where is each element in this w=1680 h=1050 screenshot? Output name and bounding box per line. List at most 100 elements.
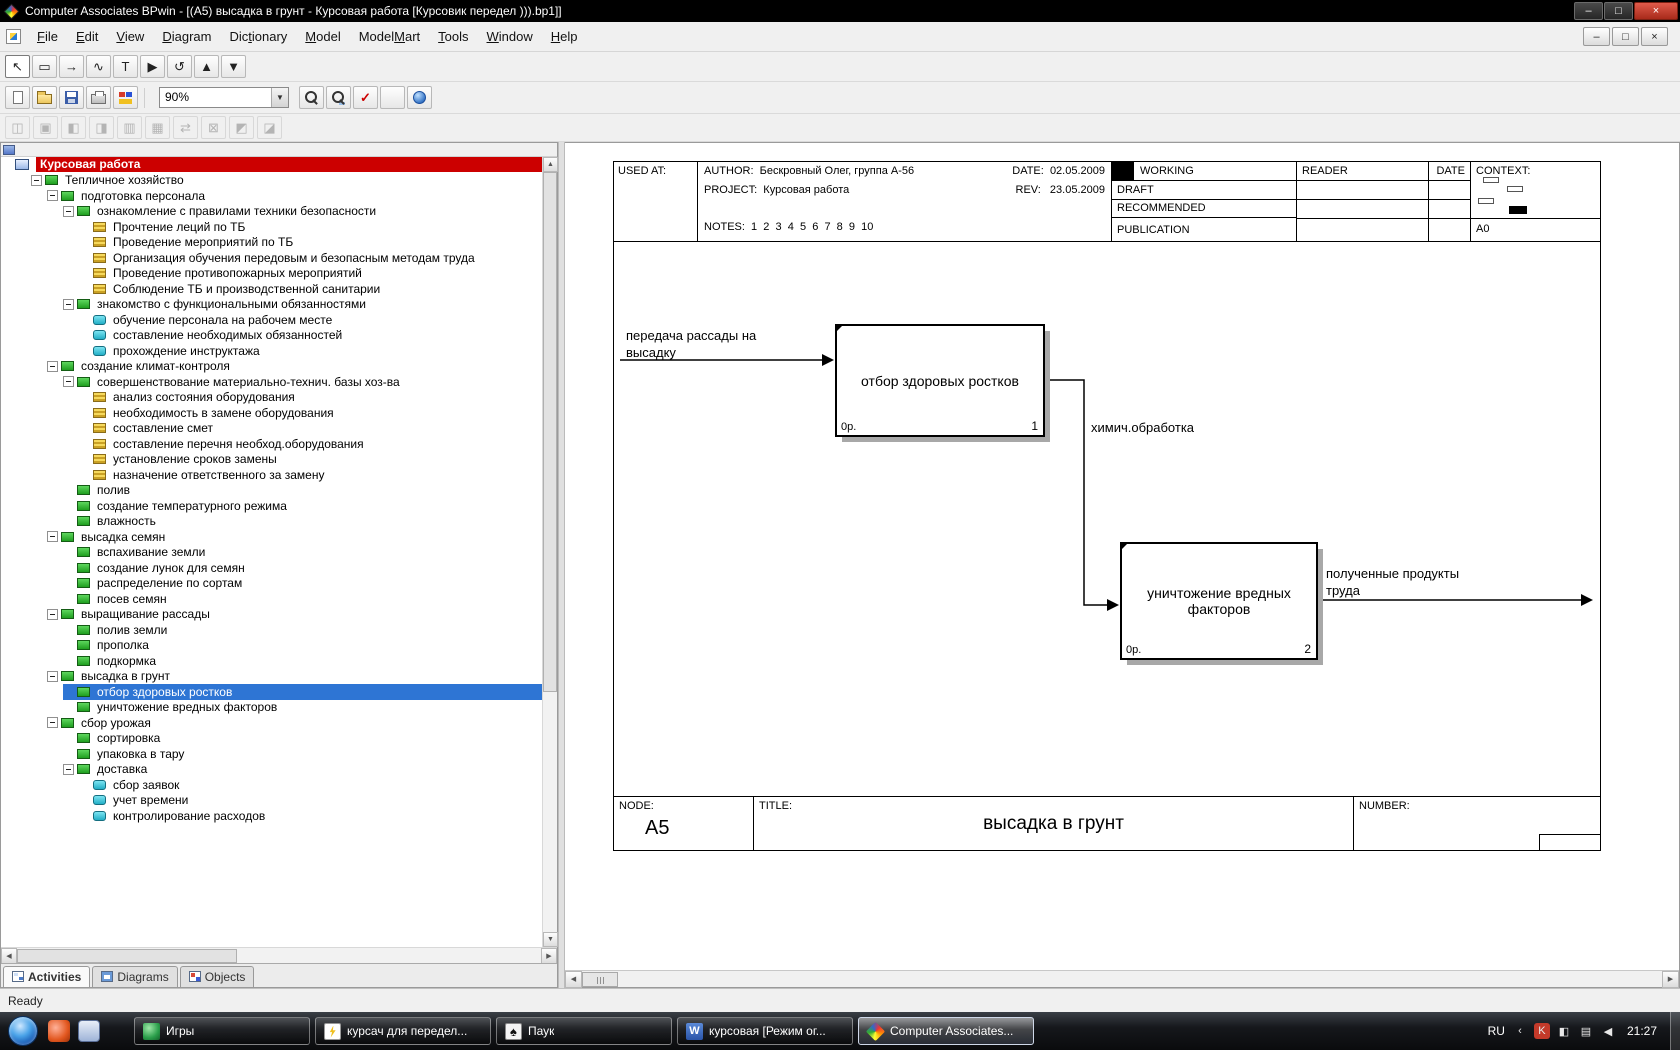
- print-button[interactable]: [86, 86, 111, 109]
- tree-expander[interactable]: [47, 608, 58, 620]
- menu-item-edit[interactable]: Edit: [75, 29, 99, 44]
- taskbar-button[interactable]: Игры: [134, 1017, 310, 1045]
- diagram-dictionary-tool-button[interactable]: ▶: [140, 55, 165, 78]
- tree-item[interactable]: Проведение мероприятий по ТБ: [1, 235, 542, 251]
- tree-expander[interactable]: [63, 205, 74, 217]
- clock[interactable]: 21:27: [1626, 1024, 1657, 1038]
- show-desktop-button[interactable]: [1670, 1012, 1680, 1050]
- tree-expander[interactable]: [63, 376, 74, 388]
- start-button[interactable]: [8, 1016, 38, 1046]
- tree-item[interactable]: создание климат-контроля: [1, 359, 542, 375]
- antivirus-icon[interactable]: K: [1533, 1023, 1550, 1039]
- tree-item[interactable]: Соблюдение ТБ и производственной санитар…: [1, 281, 542, 297]
- activity-box-1[interactable]: отбор здоровых ростков 0р. 1: [835, 324, 1045, 437]
- spell-check-button[interactable]: ✓: [353, 86, 378, 109]
- tree-item[interactable]: контролирование расходов: [1, 808, 542, 824]
- tree-item[interactable]: совершенствование материально-технич. ба…: [1, 374, 542, 390]
- tree-expander[interactable]: [47, 717, 58, 729]
- explorer-vertical-scrollbar[interactable]: ▲ ▼: [542, 157, 558, 947]
- tree-item[interactable]: высадка семян: [1, 529, 542, 545]
- tree-item[interactable]: создание температурного режима: [1, 498, 542, 514]
- diagram-horizontal-scrollbar[interactable]: ◀ ▶: [565, 970, 1679, 988]
- close-button[interactable]: ×: [1634, 2, 1678, 20]
- activity-box-2[interactable]: уничтожение вредных факторов 0р. 2: [1120, 542, 1318, 660]
- zoom-in-button[interactable]: [299, 86, 324, 109]
- modelmart-button[interactable]: [407, 86, 432, 109]
- menu-item-file[interactable]: File: [37, 29, 58, 44]
- tree-item[interactable]: назначение ответственного за замену: [1, 467, 542, 483]
- quick-launch-icon-1[interactable]: [48, 1020, 70, 1042]
- tree-root[interactable]: Курсовая работа: [1, 157, 542, 173]
- scroll-up-icon[interactable]: ▲: [543, 157, 558, 172]
- scroll-left-icon[interactable]: ◀: [565, 970, 582, 988]
- tree-item[interactable]: полив земли: [1, 622, 542, 638]
- tree-item[interactable]: необходимость в замене оборудования: [1, 405, 542, 421]
- tree-item[interactable]: прохождение инструктажа: [1, 343, 542, 359]
- menu-item-model[interactable]: Model: [305, 29, 341, 44]
- menu-item-window[interactable]: Window: [486, 29, 533, 44]
- mdi-minimize-button[interactable]: –: [1583, 27, 1610, 46]
- menu-item-view[interactable]: View: [116, 29, 145, 44]
- tree-item[interactable]: упаковка в тару: [1, 746, 542, 762]
- input-arrow-label[interactable]: передача рассады на высадку: [626, 328, 757, 360]
- tree-expander[interactable]: [47, 190, 58, 202]
- squiggle-arrow-tool-button[interactable]: ∿: [86, 55, 111, 78]
- connecting-arrow[interactable]: [1045, 379, 1111, 606]
- tree-item[interactable]: подготовка персонала: [1, 188, 542, 204]
- taskbar-button[interactable]: курсач для передел...: [315, 1017, 491, 1045]
- scroll-left-icon[interactable]: ◀: [1, 947, 17, 964]
- report-button[interactable]: [113, 86, 138, 109]
- scroll-down-icon[interactable]: ▼: [543, 932, 558, 947]
- text-tool-button[interactable]: T: [113, 55, 138, 78]
- maximize-button[interactable]: □: [1604, 2, 1633, 20]
- tree-item[interactable]: составление перечня необход.оборудования: [1, 436, 542, 452]
- tree-item[interactable]: отбор здоровых ростков: [1, 684, 542, 700]
- tree-item[interactable]: влажность: [1, 514, 542, 530]
- model-explorer-toggle-button[interactable]: [380, 86, 405, 109]
- zoom-dropdown-arrow-icon[interactable]: ▼: [271, 88, 288, 107]
- tree-expander[interactable]: [47, 360, 58, 372]
- tree-item[interactable]: анализ состояния оборудования: [1, 390, 542, 406]
- panel-splitter[interactable]: [558, 142, 565, 988]
- tree-item[interactable]: доставка: [1, 762, 542, 778]
- tree-item[interactable]: уничтожение вредных факторов: [1, 700, 542, 716]
- tree-item[interactable]: Прочтение леций по ТБ: [1, 219, 542, 235]
- tree-item[interactable]: прополка: [1, 638, 542, 654]
- scroll-right-icon[interactable]: ▶: [541, 947, 557, 964]
- tree-item[interactable]: сбор урожая: [1, 715, 542, 731]
- tray-expand-icon[interactable]: ‹: [1518, 1025, 1522, 1037]
- taskbar-button[interactable]: Computer Associates...: [858, 1017, 1034, 1045]
- quick-launch-icon-2[interactable]: [78, 1020, 100, 1042]
- menu-item-diagram[interactable]: Diagram: [162, 29, 212, 44]
- tree-item[interactable]: полив: [1, 483, 542, 499]
- tree-item[interactable]: распределение по сортам: [1, 576, 542, 592]
- taskbar-button[interactable]: ♠Паук: [496, 1017, 672, 1045]
- mdi-restore-button[interactable]: □: [1612, 27, 1639, 46]
- tree-item[interactable]: Тепличное хозяйство: [1, 173, 542, 189]
- tree-item[interactable]: вспахивание земли: [1, 545, 542, 561]
- menu-item-help[interactable]: Help: [550, 29, 578, 44]
- tree-item[interactable]: знакомство с функциональными обязанностя…: [1, 297, 542, 313]
- output-arrow-label[interactable]: полученные продукты труда: [1326, 566, 1460, 598]
- tab-objects[interactable]: Objects: [179, 966, 255, 987]
- tree-expander[interactable]: [47, 670, 58, 682]
- menu-item-modelmart[interactable]: ModelMart: [358, 29, 421, 44]
- language-indicator[interactable]: RU: [1487, 1024, 1505, 1038]
- tab-activities[interactable]: Activities: [3, 966, 91, 987]
- tree-item[interactable]: обучение персонала на рабочем месте: [1, 312, 542, 328]
- tree-item[interactable]: выращивание рассады: [1, 607, 542, 623]
- tree-item[interactable]: Организация обучения передовым и безопас…: [1, 250, 542, 266]
- tree-expander[interactable]: [63, 298, 74, 310]
- pointer-tool-button[interactable]: ↖: [5, 55, 30, 78]
- tree-expander[interactable]: [63, 763, 74, 775]
- tree-item[interactable]: посев семян: [1, 591, 542, 607]
- tree-item[interactable]: Проведение противопожарных мероприятий: [1, 266, 542, 282]
- save-model-button[interactable]: [59, 86, 84, 109]
- zoom-area-button[interactable]: [326, 86, 351, 109]
- tab-diagrams[interactable]: Diagrams: [92, 966, 178, 987]
- tree-item[interactable]: составление необходимых обязанностей: [1, 328, 542, 344]
- new-model-button[interactable]: [5, 86, 30, 109]
- scrollbar-thumb[interactable]: [543, 172, 557, 692]
- volume-icon[interactable]: ◀: [1603, 1025, 1613, 1038]
